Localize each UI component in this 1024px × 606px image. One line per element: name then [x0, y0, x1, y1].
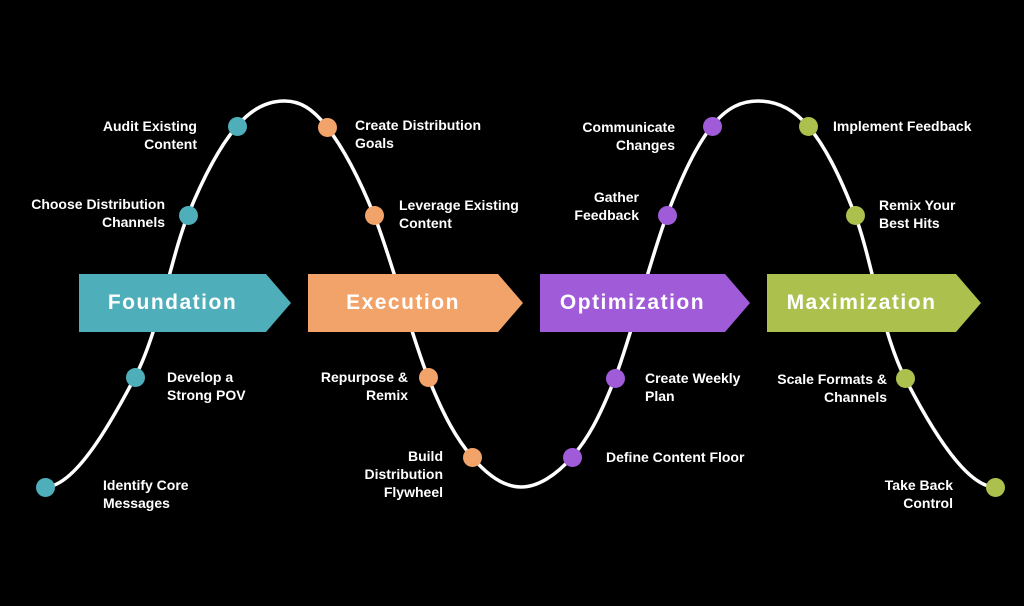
milestone-dot — [462, 447, 482, 467]
milestone-dot — [605, 368, 625, 388]
milestone-label: Create Distribution Goals — [355, 117, 482, 151]
milestone-label: Define Content Floor — [606, 449, 745, 465]
milestone-dot — [35, 477, 55, 497]
milestone-dot — [364, 205, 384, 225]
milestone-label: Remix Your Best Hits — [879, 197, 956, 231]
phase-banner-maximization: Maximization — [767, 274, 981, 332]
milestone-label: Create Weekly Plan — [645, 370, 741, 404]
milestone-dot — [657, 205, 677, 225]
phase-banner-execution-label: Execution — [346, 291, 460, 314]
phase-banner-execution: Execution — [308, 274, 523, 332]
milestone-dot — [702, 116, 722, 136]
milestone-label: Implement Feedback — [833, 118, 972, 134]
milestone-dot — [125, 367, 145, 387]
phase-banner-optimization-label: Optimization — [559, 291, 706, 314]
milestone-label: Build Distribution Flywheel — [364, 448, 443, 500]
phase-banner-optimization: Optimization — [540, 274, 750, 332]
milestone-dot — [227, 116, 247, 136]
milestone-dot — [845, 205, 865, 225]
milestone-dot — [317, 117, 337, 137]
milestone-label: Develop a Strong POV — [167, 369, 246, 403]
milestone-label: Gather Feedback — [574, 189, 639, 223]
milestone-label: Take Back Control — [884, 477, 953, 511]
milestone-dot — [418, 367, 438, 387]
milestone-label: Choose Distribution Channels — [31, 196, 165, 230]
milestone-label: Leverage Existing Content — [399, 197, 519, 231]
phase-banner-maximization-label: Maximization — [786, 291, 937, 314]
milestone-label: Scale Formats & Channels — [777, 371, 887, 405]
milestone-dot — [178, 205, 198, 225]
milestone-label: Identify Core Messages — [103, 477, 189, 511]
milestone-label: Communicate Changes — [582, 119, 675, 153]
phase-banner-foundation-label: Foundation — [107, 291, 238, 314]
milestone-dot — [895, 368, 915, 388]
phase-banner-foundation: Foundation — [79, 274, 291, 332]
milestone-label: Repurpose & Remix — [320, 369, 408, 403]
milestone-dot — [798, 116, 818, 136]
milestone-label: Audit Existing Content — [102, 118, 197, 152]
milestone-dot — [562, 447, 582, 467]
milestone-dot — [985, 477, 1005, 497]
journey-curve-path — [43, 99, 997, 489]
